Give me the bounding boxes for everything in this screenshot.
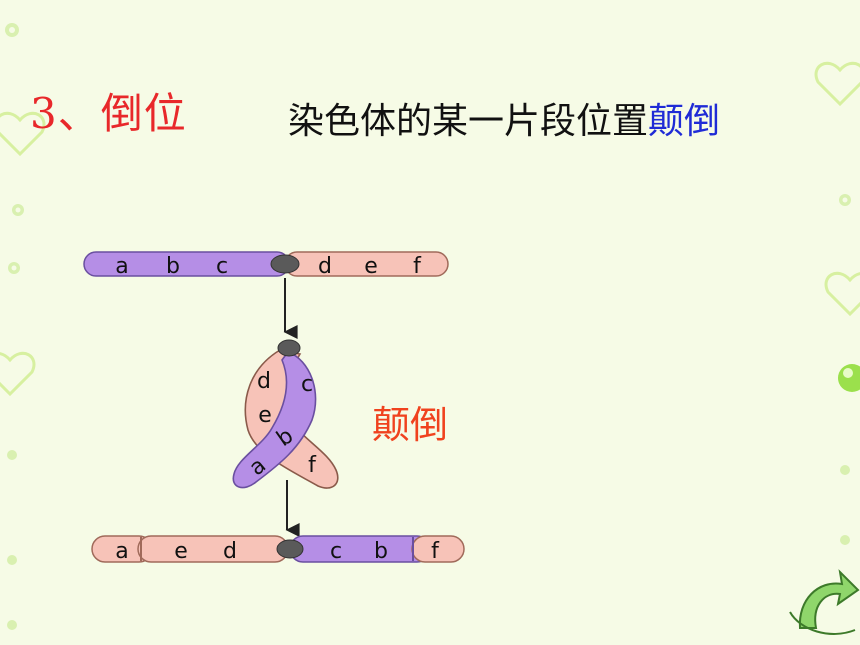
gene-label: f: [431, 539, 440, 564]
gene-label: f: [308, 453, 317, 478]
gene-label: d: [318, 254, 332, 279]
gene-label: c: [216, 254, 228, 279]
original-chromosome: a b c d e f: [83, 251, 449, 279]
purple-loop-segment: [232, 351, 317, 489]
purple-end-segment: [140, 537, 142, 561]
heart-outline-icon: [824, 271, 860, 317]
centromere: [277, 339, 301, 357]
definition-highlight: 颠倒: [648, 101, 721, 142]
curved-return-arrow-icon[interactable]: [789, 569, 860, 635]
gene-label: a: [115, 539, 128, 564]
gene-label: e: [174, 539, 188, 564]
inverted-chromosome: a e d c b f: [91, 535, 465, 564]
heart-outline-icon: [0, 111, 46, 157]
purple-inverted-segment: [289, 535, 431, 563]
gene-label: e: [258, 403, 272, 428]
pink-inverted-segment: [137, 535, 289, 563]
definition-main: 染色体的某一片段位置: [288, 101, 649, 142]
gene-label: a: [115, 254, 128, 279]
centromere: [276, 539, 304, 559]
flower-center-icon: [9, 27, 848, 271]
gene-label: d: [257, 369, 271, 394]
heart-outline-icon: [814, 61, 860, 107]
gene-label: b: [374, 539, 388, 564]
gene-label: b: [166, 254, 180, 279]
inversion-label: 颠倒: [372, 403, 449, 447]
segment-divider: [412, 537, 414, 561]
gene-label: e: [364, 254, 378, 279]
definition-text: 染色体的某一片段位置颠倒: [288, 92, 720, 144]
gene-label: f: [413, 254, 422, 279]
green-bead-icon: [838, 364, 860, 392]
gene-label: d: [223, 539, 237, 564]
gene-label: c: [330, 539, 342, 564]
twisted-chromosome: d e f c b a: [232, 339, 339, 489]
centromere: [270, 254, 300, 274]
heart-outline-icon: [0, 351, 36, 397]
slide-title: 3、倒位: [30, 89, 187, 138]
gene-label: c: [301, 372, 313, 397]
